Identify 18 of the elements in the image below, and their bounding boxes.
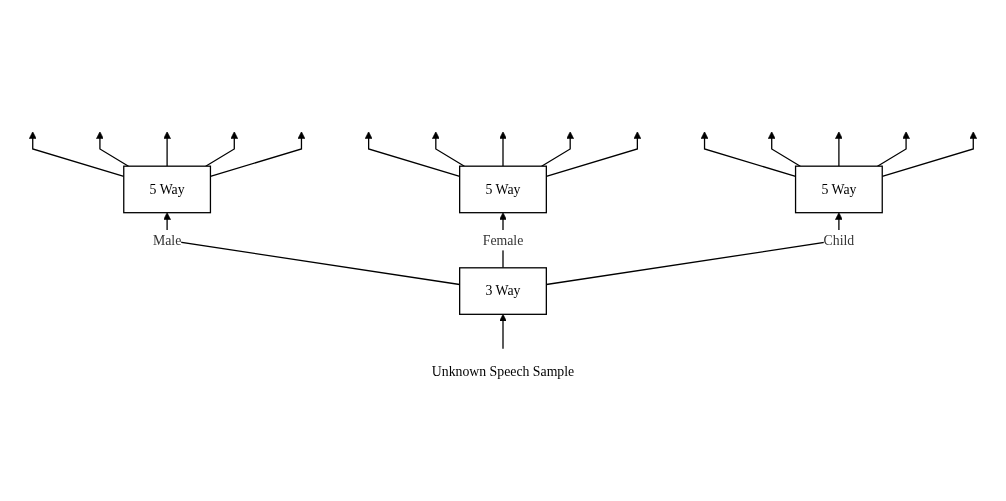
arrow (205, 131, 239, 167)
node-box: 5 Way (459, 165, 547, 214)
arrow (499, 131, 507, 167)
arrow (499, 313, 507, 350)
arrow (540, 131, 574, 167)
arrow (432, 131, 466, 167)
node-text: Unknown Speech Sample (431, 364, 575, 379)
edge-label: Male (152, 232, 182, 248)
node-box: 5 Way (794, 165, 883, 214)
arrow (835, 131, 843, 167)
node-box: 5 Way (123, 165, 212, 214)
node-box: 3 Way (459, 267, 547, 315)
edge-label: Child (823, 232, 855, 248)
arrow (767, 131, 801, 167)
arrow (163, 131, 171, 167)
edge-label: Female (482, 232, 524, 248)
arrow (876, 131, 910, 167)
arrow (96, 131, 130, 167)
